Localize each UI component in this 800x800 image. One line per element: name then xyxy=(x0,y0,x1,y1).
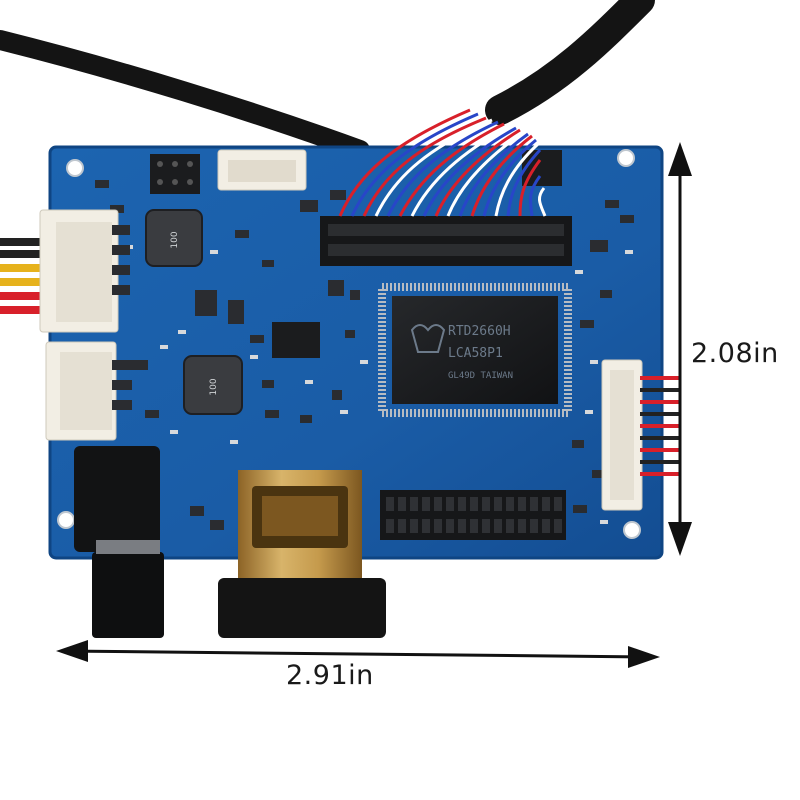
header-2x3 xyxy=(150,154,200,194)
chip-line-2: LCA58P1 xyxy=(448,346,503,361)
header-pin xyxy=(446,497,454,511)
header-pin xyxy=(482,497,490,511)
header-pin xyxy=(494,519,502,533)
header-pin xyxy=(386,497,394,511)
header-pin xyxy=(386,519,394,533)
smd-components xyxy=(95,180,634,530)
hdmi-connector xyxy=(218,470,386,638)
lvds-cable-left xyxy=(0,30,370,160)
header-pin xyxy=(422,497,430,511)
header-pin xyxy=(470,497,478,511)
lvds-header xyxy=(320,216,572,266)
width-dimension-label: 2.91in xyxy=(286,660,374,691)
chip-line-3: GL49D TAIWAN xyxy=(448,371,513,381)
header-pin xyxy=(530,497,538,511)
header-pin xyxy=(542,497,550,511)
mounting-holes xyxy=(57,149,641,539)
header-pin xyxy=(398,519,406,533)
header-pin xyxy=(518,497,526,511)
header-pin xyxy=(530,519,538,533)
inductor-top: 100 xyxy=(145,209,203,267)
regulator-ic xyxy=(272,322,320,358)
height-dimension-label: 2.08in xyxy=(691,338,779,369)
inductor-bottom: 100 xyxy=(183,355,243,415)
header-pin xyxy=(398,497,406,511)
header-pin xyxy=(434,519,442,533)
audio-jack xyxy=(74,446,164,638)
header-pin xyxy=(506,497,514,511)
pin-header-pins xyxy=(386,497,562,533)
header-pin xyxy=(446,519,454,533)
side-wires xyxy=(640,376,680,476)
power-connector-bottom xyxy=(45,341,132,441)
power-wires xyxy=(0,238,50,314)
inductor-top-label: 100 xyxy=(170,231,180,248)
header-pin xyxy=(422,519,430,533)
main-chip-rtd2660h: RTD2660H LCA58P1 GL49D TAIWAN xyxy=(378,283,572,417)
header-pin xyxy=(458,497,466,511)
header-pin xyxy=(554,497,562,511)
keypad-connector xyxy=(217,149,307,191)
header-pin xyxy=(410,497,418,511)
header-pin xyxy=(494,497,502,511)
lvds-cable-right xyxy=(485,0,655,125)
width-arrow xyxy=(56,640,660,668)
header-pin xyxy=(554,519,562,533)
header-pin xyxy=(518,519,526,533)
inductor-bottom-label: 100 xyxy=(209,378,219,395)
power-connector-top xyxy=(39,209,130,333)
chip-line-1: RTD2660H xyxy=(448,324,511,339)
lvds-side-connector xyxy=(601,359,643,511)
realtek-logo xyxy=(410,324,446,353)
lvds-wires xyxy=(338,108,547,217)
header-pin xyxy=(482,519,490,533)
header-pin xyxy=(458,519,466,533)
header-pin xyxy=(542,519,550,533)
header-pin xyxy=(470,519,478,533)
header-pin xyxy=(506,519,514,533)
header-pin xyxy=(410,519,418,533)
height-arrow xyxy=(668,142,692,556)
header-pin xyxy=(434,497,442,511)
